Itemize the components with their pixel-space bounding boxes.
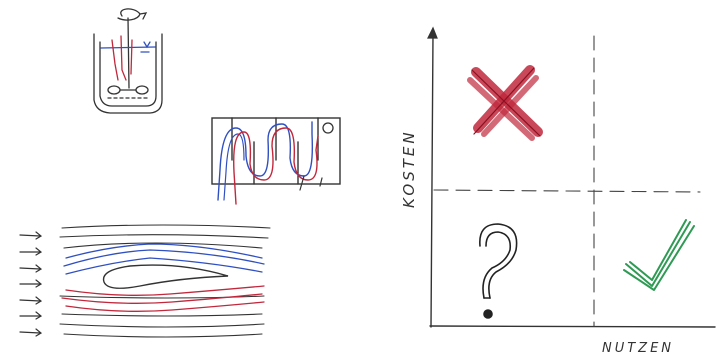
check-mark-icon <box>624 220 694 290</box>
airfoil-flow-sketch <box>20 225 270 337</box>
cost-benefit-matrix: KOSTEN NUTZEN <box>400 28 715 356</box>
stirred-tank-sketch <box>94 9 162 113</box>
lower-streamlines <box>62 286 264 311</box>
x-axis <box>430 326 715 327</box>
horizontal-divider <box>434 190 700 192</box>
airfoil-shape <box>104 265 228 288</box>
x-axis-label: NUTZEN <box>602 341 674 356</box>
heat-exchanger-sketch <box>212 118 340 204</box>
y-axis-label: KOSTEN <box>400 129 418 208</box>
upper-streamlines <box>64 244 264 274</box>
question-mark-icon <box>480 224 517 318</box>
y-axis <box>431 34 433 327</box>
y-axis-arrowhead <box>428 28 437 38</box>
inflow-arrows <box>20 232 41 336</box>
cross-mark-icon <box>470 68 540 138</box>
